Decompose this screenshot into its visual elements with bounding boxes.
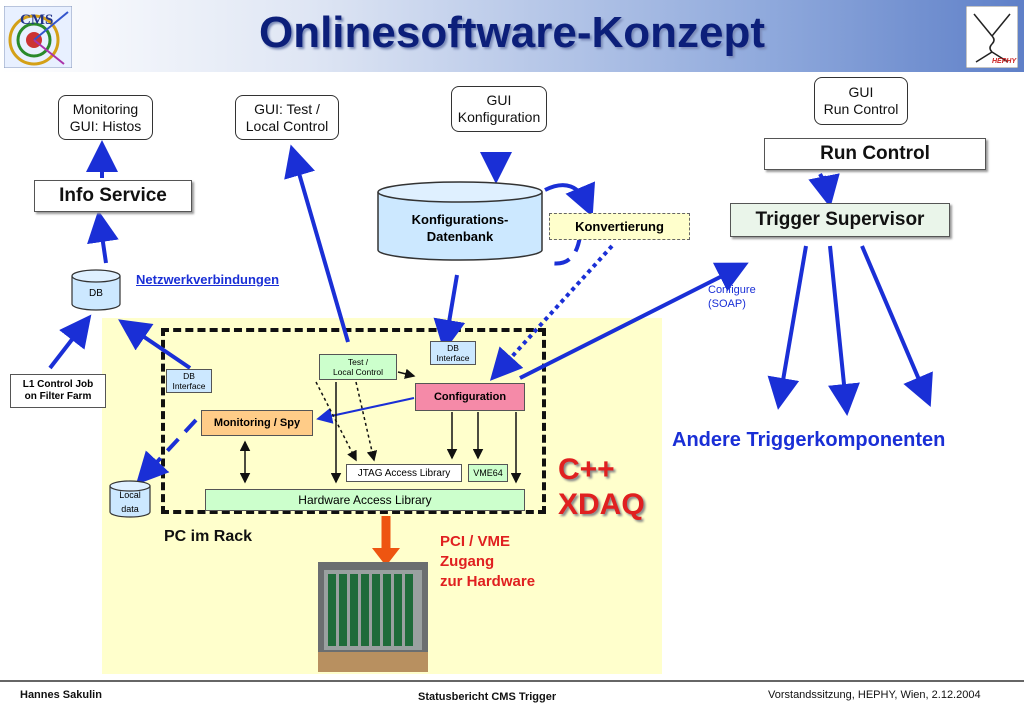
footer-author: Hannes Sakulin (20, 689, 102, 701)
jtag-library-box: JTAG Access Library (346, 464, 462, 482)
netzwerk-label: Netzwerkverbindungen (136, 272, 280, 287)
datenbank-label: Konfigurations- Datenbank (411, 212, 509, 244)
cms-logo-icon: CMS (3, 5, 73, 69)
vme64-box: VME64 (468, 464, 508, 482)
datenbank-cylinder-icon (377, 181, 543, 261)
db-cylinder-icon (71, 269, 121, 311)
run-control-box: Run Control (764, 138, 986, 170)
hardware-access-library-box: Hardware Access Library (205, 489, 525, 511)
xdaq-boundary (161, 328, 546, 514)
cpp-xdaq-label: C++ XDAQ (558, 453, 645, 521)
andere-triggerkomponenten-label: Andere Triggerkomponenten (672, 429, 946, 451)
trigger-supervisor-box: Trigger Supervisor (730, 203, 950, 237)
pci-vme-label: PCI / VME Zugang zur Hardware (440, 533, 536, 590)
monitoring-spy-box: Monitoring / Spy (201, 410, 313, 436)
test-local-control-box: Test / Local Control (319, 354, 397, 380)
gui-test-box: GUI: Test / Local Control (235, 95, 339, 140)
page-title: Onlinesoftware-Konzept (258, 8, 766, 57)
info-service-box: Info Service (34, 180, 192, 212)
gui-konfiguration-box: GUI Konfiguration (451, 86, 547, 132)
l1-control-job-box: L1 Control Job on Filter Farm (10, 374, 106, 408)
db-interface-right-box: DB Interface (430, 341, 476, 365)
gui-run-control-box: GUI Run Control (814, 77, 908, 125)
cms-logo-text: CMS (20, 12, 54, 28)
local-data-cylinder-icon (109, 480, 151, 518)
db-label: DB (89, 287, 103, 299)
configure-soap-label: Configure (SOAP) (708, 284, 756, 310)
footer-divider (0, 680, 1024, 682)
konvertierung-box: Konvertierung (549, 213, 690, 240)
configuration-box: Configuration (415, 383, 525, 411)
gui-monitoring-box: Monitoring GUI: Histos (58, 95, 153, 140)
pc-im-rack-label: PC im Rack (164, 528, 253, 545)
hephy-logo-text: HEPHY (992, 58, 1017, 65)
db-interface-left-box: DB Interface (166, 369, 212, 393)
local-data-label: Local data (119, 490, 141, 514)
footer-title: Statusbericht CMS Trigger (418, 691, 557, 703)
hardware-crate-icon (318, 562, 428, 672)
title-banner (0, 0, 1024, 72)
footer-event: Vorstandssitzung, HEPHY, Wien, 2.12.2004 (768, 689, 981, 701)
